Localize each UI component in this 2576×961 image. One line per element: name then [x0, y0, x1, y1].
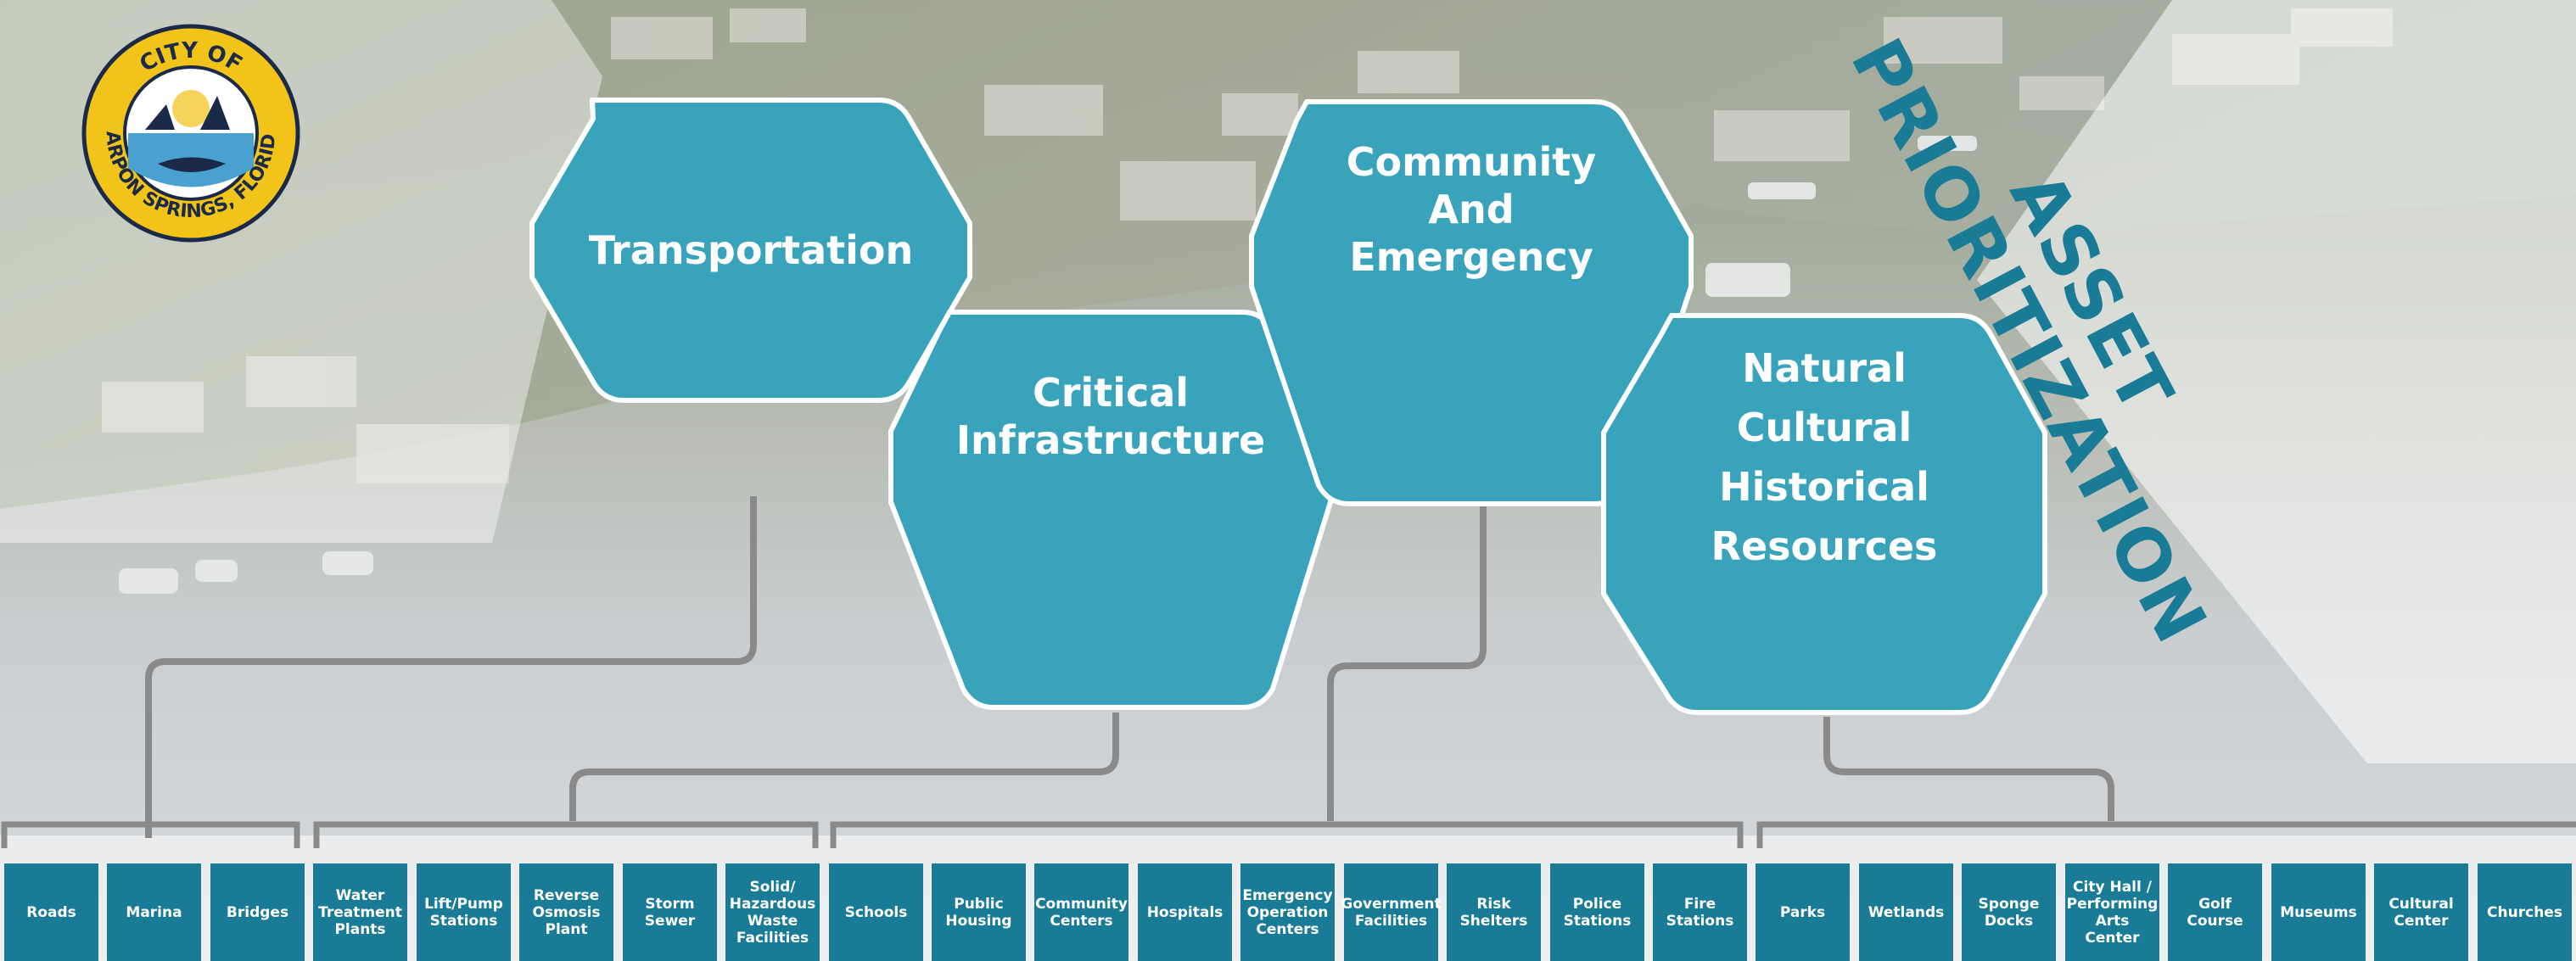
asset-tile: Museums: [2271, 863, 2366, 961]
asset-tile: Government Facilities: [1341, 863, 1442, 961]
city-seal-icon: CITY OF TARPON SPRINGS, FLORIDA: [81, 24, 300, 243]
asset-tile: Emergency Operation Centers: [1240, 863, 1335, 961]
asset-label: Lift/Pump Stations: [424, 895, 503, 930]
asset-label: Wetlands: [1868, 903, 1945, 921]
asset-tile: Wetlands: [1859, 863, 1953, 961]
asset-tile: Sponge Docks: [1962, 863, 2056, 961]
asset-tile: Community Centers: [1034, 863, 1128, 961]
asset-tile: Bridges: [210, 863, 305, 961]
asset-label: Reverse Osmosis Plant: [532, 886, 601, 938]
asset-tile: Reverse Osmosis Plant: [519, 863, 613, 961]
asset-tile: Marina: [107, 863, 201, 961]
asset-label: Cultural Center: [2388, 895, 2454, 930]
asset-label: Golf Course: [2187, 895, 2243, 930]
asset-tile: Parks: [1756, 863, 1850, 961]
asset-label: Parks: [1779, 903, 1826, 921]
asset-label: Solid/ Hazardous Waste Facilities: [729, 878, 816, 947]
category-label: Transportation: [588, 226, 914, 273]
asset-tile: Risk Shelters: [1447, 863, 1541, 961]
asset-tile: Schools: [829, 863, 923, 961]
asset-label: Sponge Docks: [1978, 895, 2040, 930]
right-overlay-panel: [1977, 0, 2576, 763]
asset-tile: Lift/Pump Stations: [417, 863, 511, 961]
category-natural-cultural: Natural Cultural Historical Resources: [1604, 316, 2045, 712]
asset-label: Museums: [2280, 903, 2357, 921]
asset-label: Emergency Operation Centers: [1242, 886, 1333, 938]
asset-label: Water Treatment Plants: [318, 886, 402, 938]
hexagon-natural-cultural: [1601, 313, 2047, 715]
asset-label: Public Housing: [945, 895, 1012, 930]
asset-label: Government Facilities: [1341, 895, 1442, 930]
category-label: Natural Cultural Historical Resources: [1711, 345, 1938, 569]
category-transportation: Transportation: [535, 100, 967, 400]
asset-label: Churches: [2487, 903, 2562, 921]
asset-label: Storm Sewer: [644, 895, 696, 930]
asset-tile: Cultural Center: [2374, 863, 2468, 961]
asset-tile: Police Stations: [1550, 863, 1644, 961]
asset-label: Police Stations: [1563, 895, 1632, 930]
connector-lines: [145, 496, 2114, 838]
group-brackets: [1, 821, 2576, 848]
category-hexagons: [529, 98, 2047, 715]
category-label: Community And Emergency: [1346, 138, 1597, 281]
hexagon-transportation: [529, 98, 972, 403]
asset-label: Fire Stations: [1666, 895, 1734, 930]
asset-label: Community Centers: [1035, 895, 1128, 930]
asset-tile: Roads: [4, 863, 98, 961]
asset-tile: Public Housing: [932, 863, 1026, 961]
asset-tile: Golf Course: [2168, 863, 2262, 961]
category-label: Critical Infrastructure: [955, 369, 1266, 463]
asset-label: Schools: [844, 903, 908, 921]
asset-label: Bridges: [226, 903, 289, 921]
asset-tile: Churches: [2478, 863, 2572, 961]
asset-tile: City Hall / Performing Arts Center: [2065, 863, 2159, 961]
asset-label: City Hall / Performing Arts Center: [2066, 878, 2159, 947]
asset-label: Marina: [126, 903, 182, 921]
asset-label: Risk Shelters: [1459, 895, 1528, 930]
category-community-emergency: Community And Emergency: [1252, 102, 1691, 504]
category-critical-infrastructure: Critical Infrastructure: [891, 312, 1330, 707]
asset-tile: Hospitals: [1138, 863, 1232, 961]
asset-label: Roads: [26, 903, 76, 921]
asset-tile: Water Treatment Plants: [313, 863, 407, 961]
asset-tile: Fire Stations: [1653, 863, 1747, 961]
asset-label: Hospitals: [1146, 903, 1224, 921]
asset-tile: Solid/ Hazardous Waste Facilities: [725, 863, 820, 961]
asset-tile: Storm Sewer: [623, 863, 717, 961]
